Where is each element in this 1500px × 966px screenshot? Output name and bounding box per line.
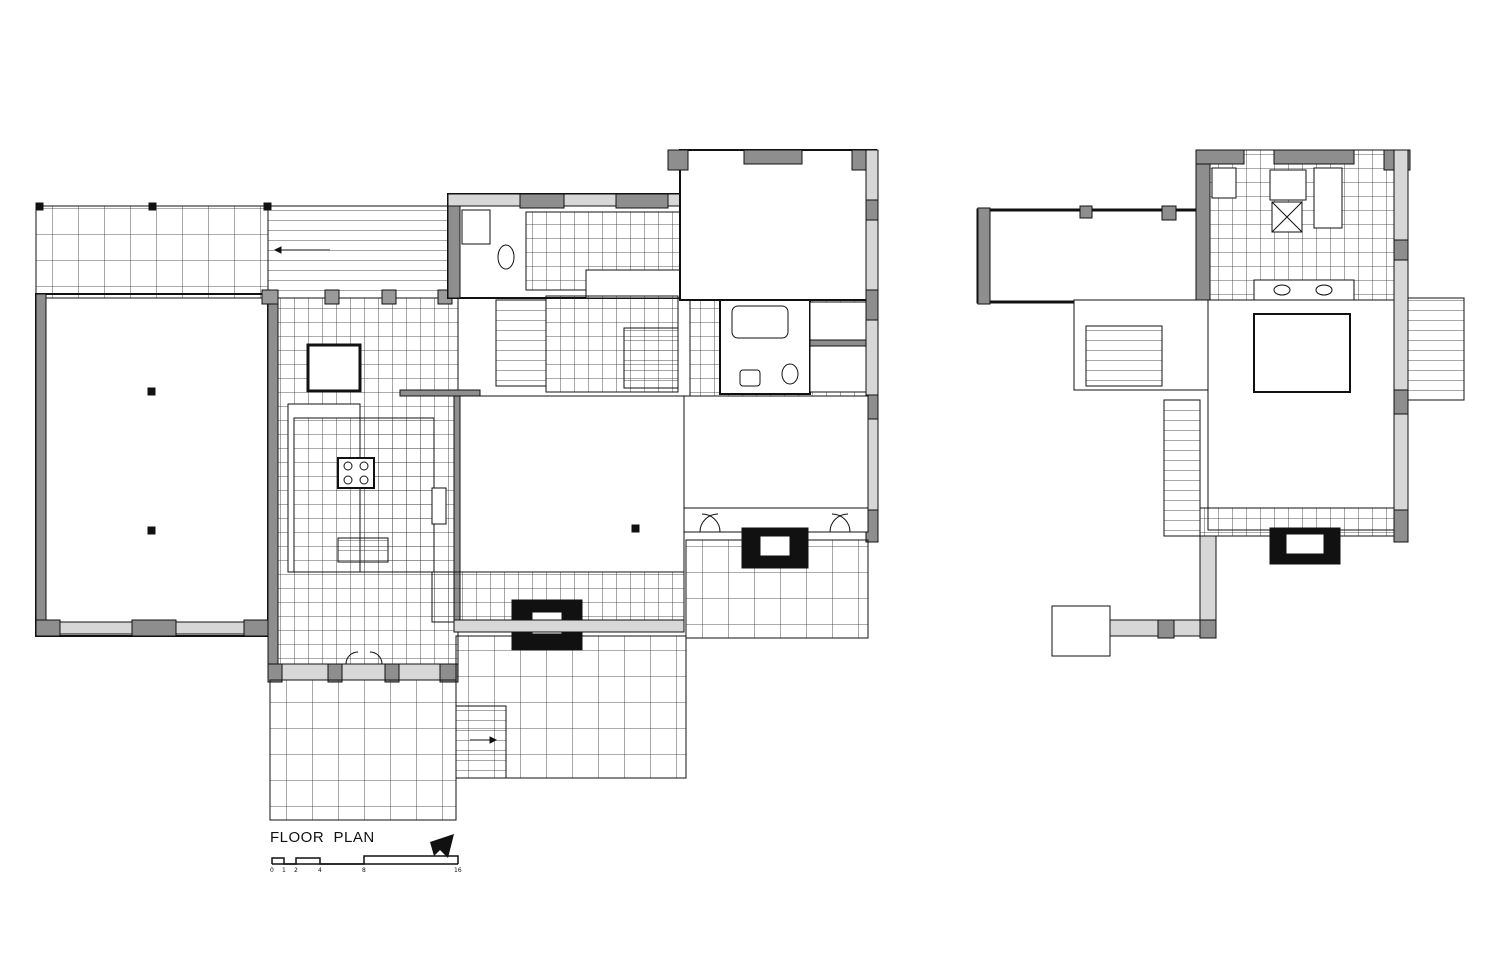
main-floor-plan xyxy=(35,149,879,821)
north-arrow-icon xyxy=(430,834,454,858)
scale-tick-1: 1 xyxy=(282,867,286,874)
scale-tick-0: 0 xyxy=(270,867,274,874)
scale-bar xyxy=(271,855,459,865)
plan-title: FLOOR PLAN xyxy=(270,829,375,846)
east-bath xyxy=(689,299,867,397)
room-northeast xyxy=(667,149,879,543)
utility-block xyxy=(447,193,683,393)
terrace-northwest xyxy=(35,205,449,299)
living-room xyxy=(35,202,272,637)
scale-tick-4: 4 xyxy=(318,867,322,874)
upper-floor-plan xyxy=(976,149,1465,657)
kitchen-area xyxy=(261,289,481,683)
scale-tick-8: 8 xyxy=(362,867,366,874)
scale-tick-16: 16 xyxy=(454,867,462,874)
dining-room xyxy=(683,395,869,639)
family-room xyxy=(431,395,685,651)
terrace-south xyxy=(269,635,687,821)
scale-tick-2: 2 xyxy=(294,867,298,874)
